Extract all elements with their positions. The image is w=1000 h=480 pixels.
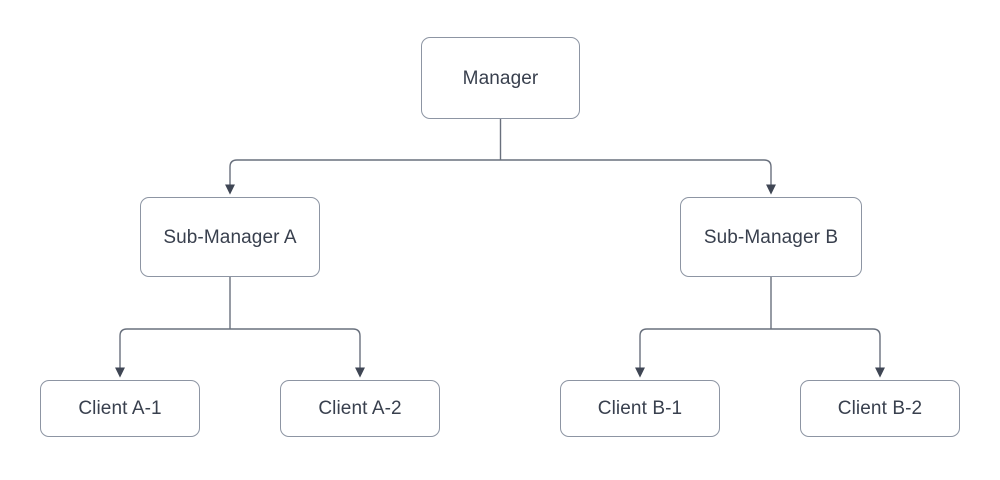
edge-manager-to-sub-b (500, 159, 777, 195)
node-sub-manager-a-label: Sub-Manager A (163, 226, 297, 248)
node-client-a-1-label: Client A-1 (78, 398, 162, 419)
node-client-b-2-label: Client B-2 (837, 398, 923, 419)
node-sub-manager-a[interactable]: Sub-Manager A (140, 197, 320, 277)
edge-sub-a-to-client-a2 (230, 328, 366, 378)
node-client-b-2[interactable]: Client B-2 (800, 380, 960, 437)
edge-sub-b-to-client-b1 (634, 328, 771, 378)
edge-manager-to-sub-a (224, 159, 501, 195)
node-sub-manager-b[interactable]: Sub-Manager B (680, 197, 862, 277)
node-client-a-2[interactable]: Client A-2 (280, 380, 440, 437)
edge-sub-a-to-client-a1 (114, 328, 230, 378)
node-manager[interactable]: Manager (421, 37, 580, 119)
node-client-b-1-label: Client B-1 (597, 398, 683, 419)
node-client-a-1[interactable]: Client A-1 (40, 380, 200, 437)
node-client-a-2-label: Client A-2 (318, 398, 402, 419)
node-sub-manager-b-label: Sub-Manager B (703, 226, 839, 248)
edge-sub-b-to-client-b2 (771, 328, 886, 378)
node-client-b-1[interactable]: Client B-1 (560, 380, 720, 437)
node-manager-label: Manager (462, 67, 539, 89)
